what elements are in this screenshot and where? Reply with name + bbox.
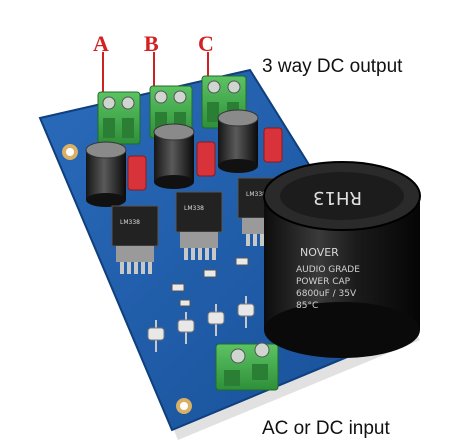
label-terminal-c: C [198, 31, 214, 56]
capacitor-brand: NOVER [300, 246, 339, 259]
leader-lines [102, 52, 209, 96]
capacitor-side-line-1: AUDIO GRADE [296, 265, 360, 275]
capacitor-top-marking: RH13 [313, 187, 362, 208]
large-filter-capacitor: RH13 NOVER AUDIO GRADE POWER CAP 6800uF … [263, 161, 421, 358]
small-electrolytic-capacitors [85, 109, 259, 207]
caption-dc-output: 3 way DC output [262, 56, 403, 77]
label-terminal-a: A [93, 31, 109, 56]
capacitor-side-line-4: 85°C [296, 301, 318, 311]
smd-components [171, 257, 249, 307]
rectifier-diodes [147, 296, 255, 352]
red-capacitors [127, 127, 283, 191]
regulator-marking-3: LM338 [246, 191, 266, 198]
capacitor-side-line-3: 6800uF / 35V [296, 289, 357, 299]
regulator-marking-1: LM338 [120, 219, 140, 226]
capacitor-side-line-2: POWER CAP [296, 277, 351, 287]
terminal-block-a [97, 91, 141, 145]
caption-input: AC or DC input [262, 418, 390, 439]
regulator-marking-2: LM338 [184, 205, 204, 212]
input-terminal-block [215, 342, 279, 391]
label-terminal-b: B [144, 31, 159, 56]
mounting-holes [62, 144, 414, 414]
